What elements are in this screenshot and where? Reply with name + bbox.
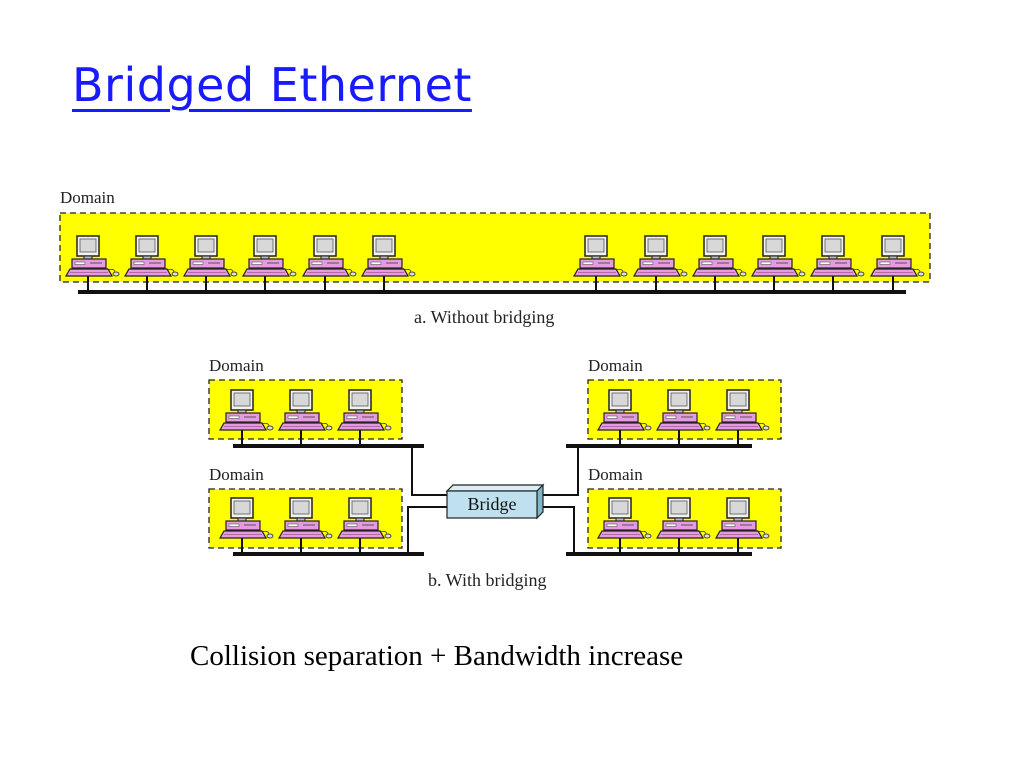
computer (597, 497, 652, 554)
caption-without-bridging: a. Without bridging (414, 307, 555, 327)
computer (337, 497, 392, 554)
domain-label-b-top-left: Domain (209, 356, 264, 375)
computer (183, 235, 238, 292)
computer (124, 235, 179, 292)
computer (597, 389, 652, 446)
bridge-label: Bridge (468, 494, 517, 514)
domain-label-b-bottom-right: Domain (588, 465, 643, 484)
computers-b (219, 389, 770, 554)
computer (337, 389, 392, 446)
computer (278, 497, 333, 554)
computer (65, 235, 120, 292)
computer (715, 497, 770, 554)
computer (870, 235, 925, 292)
computer (715, 389, 770, 446)
computer (219, 389, 274, 446)
computer (656, 497, 711, 554)
computer (573, 235, 628, 292)
domain-label-b-top-right: Domain (588, 356, 643, 375)
computer (633, 235, 688, 292)
computer (692, 235, 747, 292)
footer-statement: Collision separation + Bandwidth increas… (190, 640, 684, 672)
computer (242, 235, 297, 292)
domain-label-a: Domain (60, 188, 115, 207)
computer (278, 389, 333, 446)
computers-a (65, 235, 925, 292)
computer (810, 235, 865, 292)
bridge-device (445, 483, 545, 520)
domain-label-b-bottom-left: Domain (209, 465, 264, 484)
caption-with-bridging: b. With bridging (428, 570, 547, 590)
computer (361, 235, 416, 292)
computer (751, 235, 806, 292)
computer (656, 389, 711, 446)
bridge-links (407, 446, 579, 554)
slide-title: Bridged Ethernet (72, 58, 472, 112)
computer (219, 497, 274, 554)
computer (302, 235, 357, 292)
